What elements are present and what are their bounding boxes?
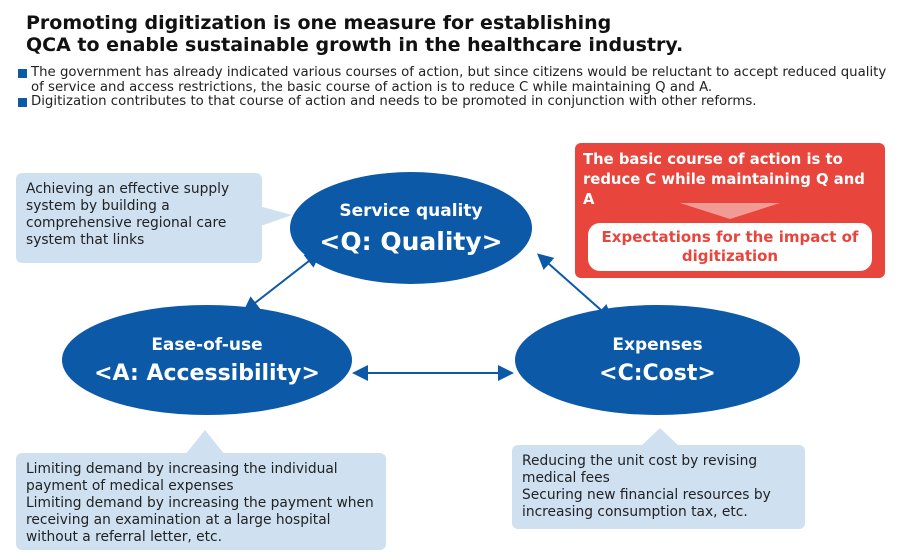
- node-title: Ease-of-use: [151, 334, 263, 355]
- callout-quality: Achieving an effective supply system by …: [16, 173, 262, 263]
- bullet-item: Digitization contributes to that course …: [18, 94, 898, 110]
- node-title: Expenses: [612, 334, 703, 355]
- down-arrow-icon: [680, 203, 780, 219]
- node-access: Ease-of-use <A: Accessibility>: [62, 305, 352, 415]
- node-quality: Service quality <Q: Quality>: [290, 172, 532, 284]
- node-label: <Q: Quality>: [319, 226, 503, 256]
- bullet-text: Digitization contributes to that course …: [31, 94, 757, 109]
- course-of-action-text: The basic course of action is to reduce …: [583, 151, 865, 208]
- arrow-quality-cost: [537, 253, 613, 321]
- callout-cost: Reducing the unit cost by revising medic…: [512, 445, 805, 529]
- node-cost: Expenses <C:Cost>: [515, 305, 800, 415]
- bullet-text: The government has already indicated var…: [31, 65, 887, 95]
- course-of-action-box: The basic course of action is to reduce …: [575, 143, 885, 278]
- bullet-item: The government has already indicated var…: [18, 65, 898, 95]
- node-label: <C:Cost>: [599, 360, 716, 386]
- callout-pointer-cost: [640, 428, 680, 447]
- callout-pointer-quality: [255, 205, 292, 228]
- node-title: Service quality: [339, 200, 483, 221]
- square-bullet-icon: [18, 69, 27, 78]
- node-label: <A: Accessibility>: [94, 360, 320, 386]
- bullet-list: The government has already indicated var…: [18, 65, 898, 110]
- callout-access: Limiting demand by increasing the indivi…: [16, 453, 386, 550]
- arrow-quality-access: [242, 251, 322, 313]
- callout-pointer-access: [185, 430, 225, 455]
- digitization-expectations-box: Expectations for the impact of digitizat…: [588, 223, 872, 271]
- page-title: Promoting digitization is one measure fo…: [26, 12, 684, 56]
- square-bullet-icon: [18, 98, 27, 107]
